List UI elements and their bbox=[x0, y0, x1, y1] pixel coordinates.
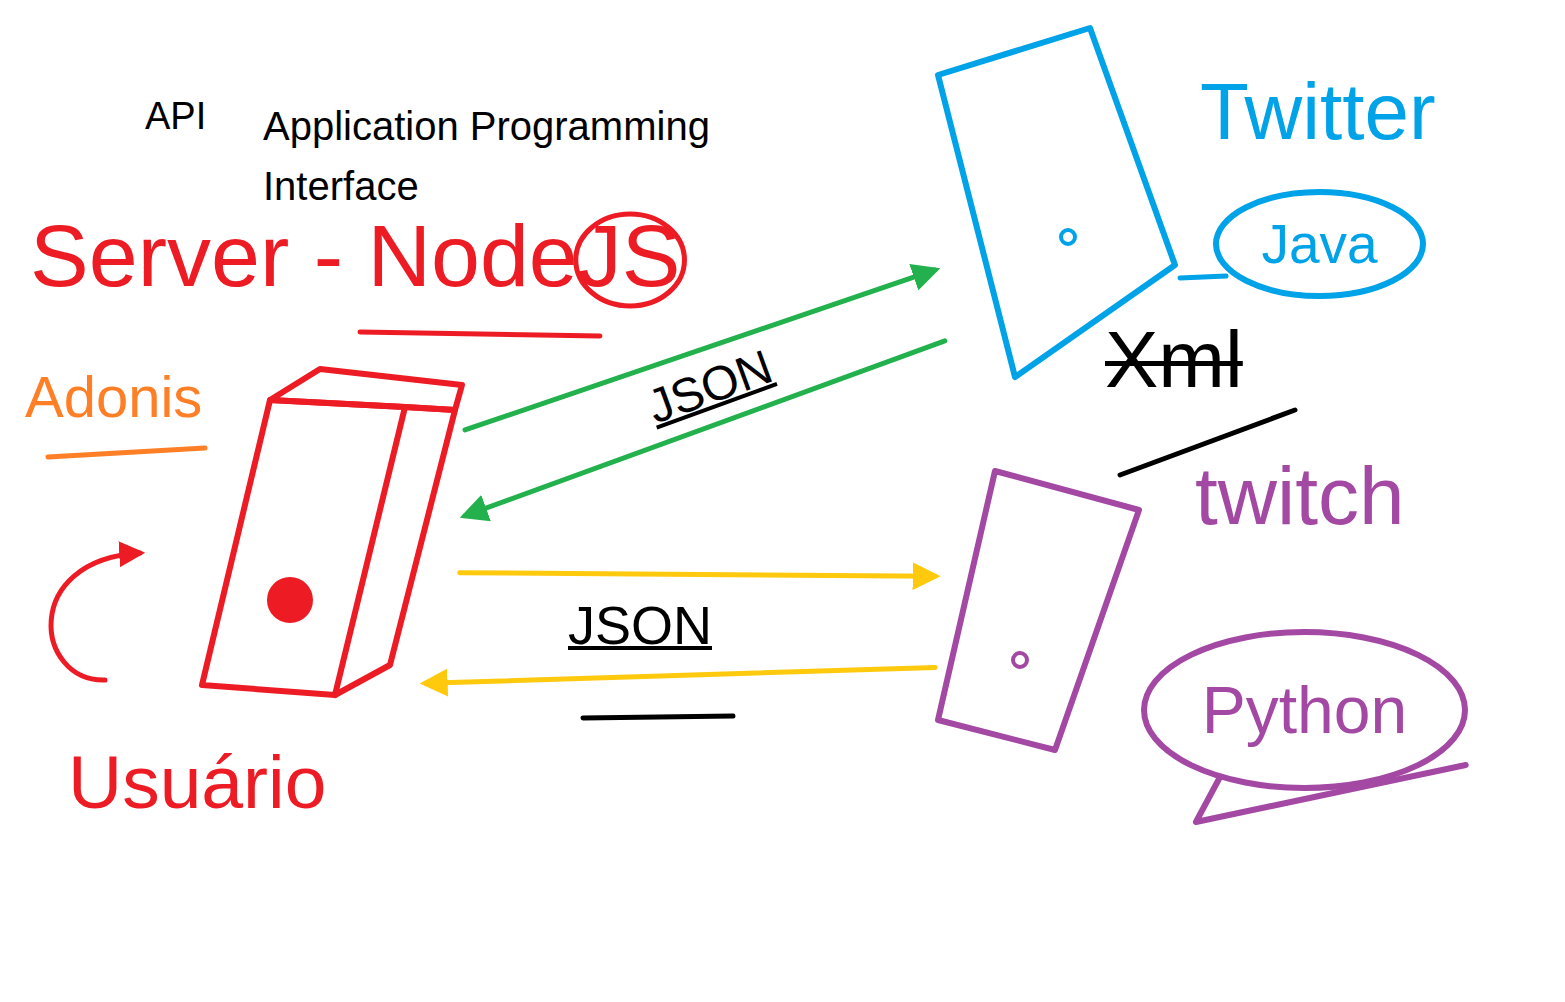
edge-label: JSON bbox=[638, 341, 782, 433]
outline-group bbox=[202, 369, 462, 695]
data-flow-arrow bbox=[425, 668, 935, 684]
power-dot bbox=[1061, 230, 1075, 244]
user-caption: Usuário bbox=[68, 745, 326, 820]
edge-label: JSON bbox=[564, 598, 716, 652]
outline-group bbox=[1144, 632, 1466, 822]
underline-stroke bbox=[360, 332, 600, 336]
language-circle: Java bbox=[1212, 188, 1427, 300]
circle-outline bbox=[1216, 192, 1423, 296]
power-dot bbox=[270, 580, 310, 620]
power-dot bbox=[1013, 653, 1027, 667]
device-outline bbox=[938, 471, 1139, 750]
data-flow-arrow bbox=[465, 341, 945, 516]
device-box: twitch bbox=[935, 468, 1142, 753]
language-name: Python bbox=[1202, 677, 1407, 743]
service-name: Twitter bbox=[1200, 72, 1436, 152]
server-title: Server - NodeJS bbox=[30, 212, 680, 300]
underline-stroke bbox=[583, 716, 733, 718]
box-side-face bbox=[335, 407, 455, 695]
box-front-face bbox=[202, 400, 405, 695]
bubble-tail bbox=[1196, 765, 1466, 822]
outline-group bbox=[1216, 192, 1423, 296]
server-box-outline bbox=[200, 365, 465, 700]
server-box: Server - NodeJSAdonisUsuário bbox=[200, 365, 465, 700]
underline-stroke bbox=[1180, 276, 1226, 278]
bubble-outline bbox=[1144, 632, 1465, 788]
speech-bubble: Python bbox=[1140, 625, 1469, 825]
outline-group bbox=[938, 471, 1139, 750]
format-name: Xml bbox=[1105, 320, 1243, 400]
data-flow-arrow bbox=[460, 573, 935, 577]
acronym: API bbox=[145, 97, 206, 135]
framework-name: Adonis bbox=[25, 368, 202, 426]
acronym-expansion: Application Programming Interface bbox=[263, 96, 803, 216]
device-box-outline bbox=[935, 468, 1142, 753]
service-name: twitch bbox=[1195, 455, 1405, 537]
language-name: Java bbox=[1261, 217, 1377, 272]
loop-arrow bbox=[51, 553, 140, 680]
underline-stroke bbox=[48, 448, 205, 457]
